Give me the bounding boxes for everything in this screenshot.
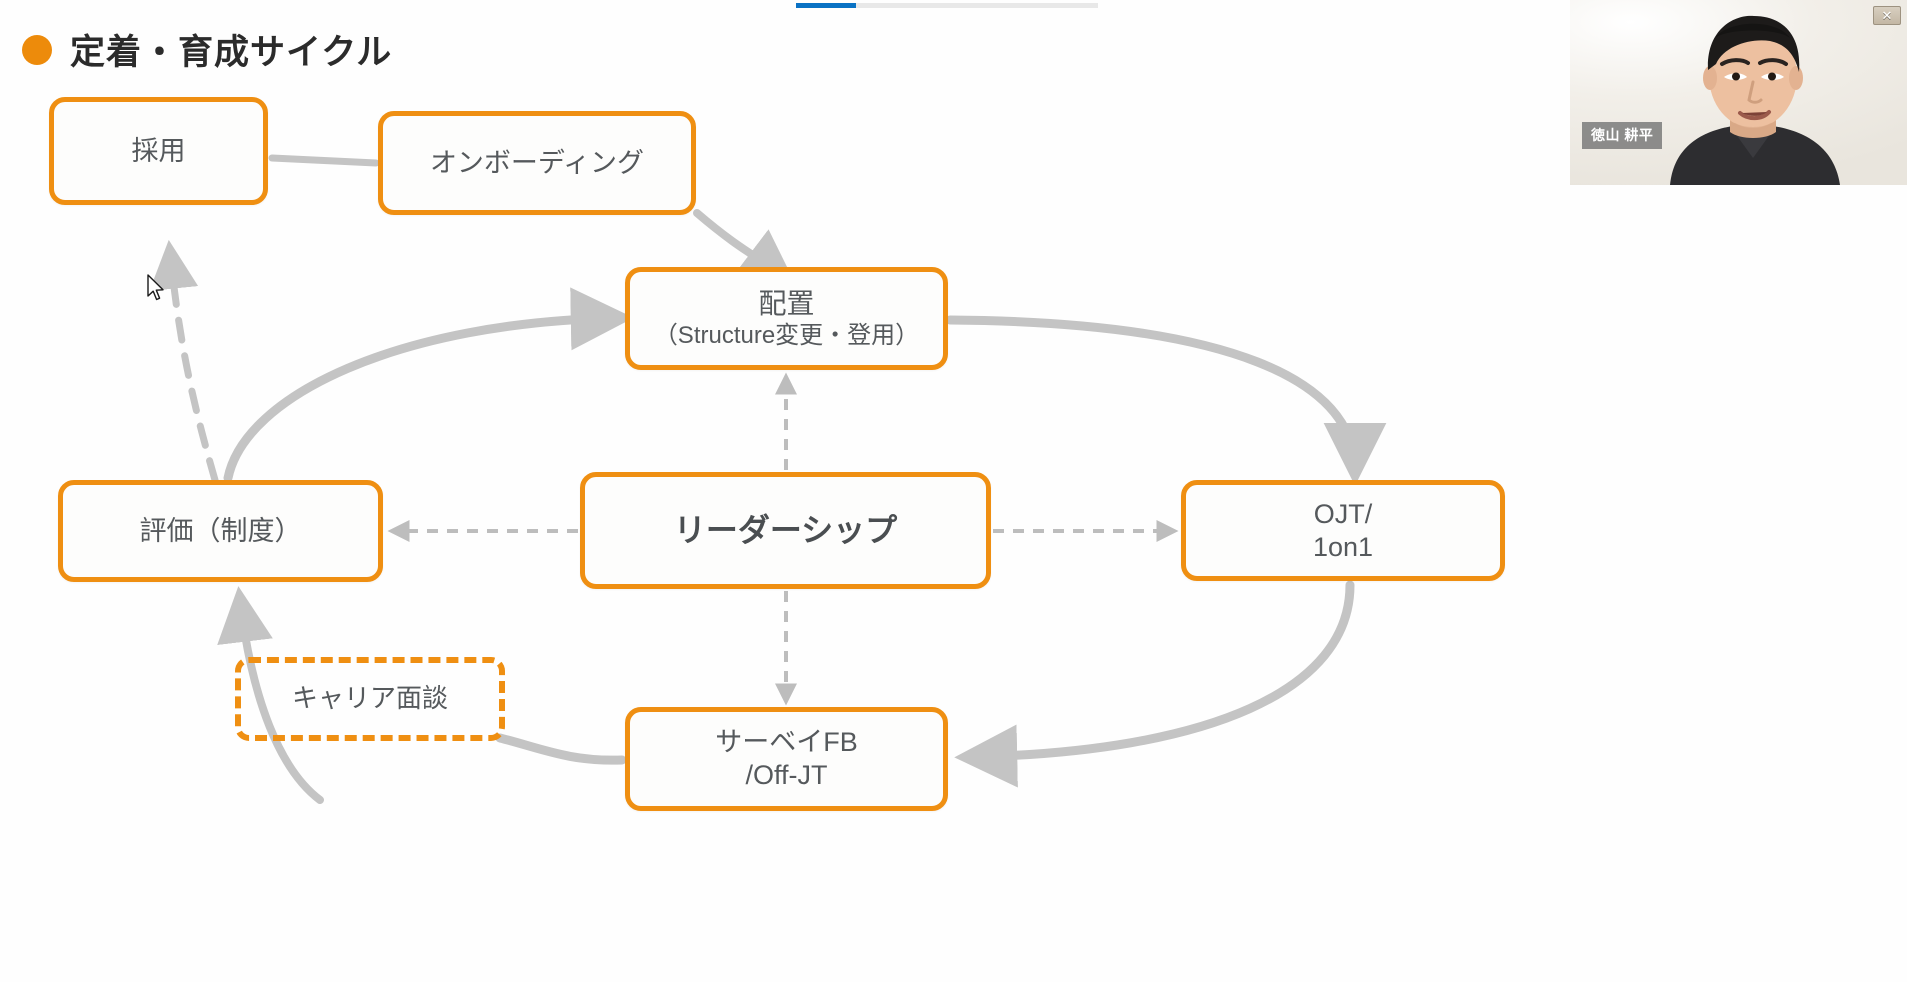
page-title: 定着・育成サイクル [22, 24, 392, 75]
participant-video-image [1670, 15, 1840, 185]
connector-placement-ojt [945, 315, 1387, 486]
node-career-interview-label: キャリア面談 [291, 683, 448, 714]
node-career-interview[interactable]: キャリア面談 [235, 657, 505, 741]
node-placement[interactable]: 配置 （Structure変更・登用） [625, 267, 948, 370]
node-leadership[interactable]: リーダーシップ [580, 472, 991, 589]
presentation-progress-track[interactable] [796, 3, 1098, 8]
mouse-cursor-icon [147, 274, 164, 301]
close-icon[interactable]: ✕ [1873, 6, 1901, 25]
node-survey-label-line2: /Off-JT [745, 760, 828, 790]
node-evaluation[interactable]: 評価（制度） [58, 480, 383, 582]
node-survey-label-line1: サーベイFB [715, 727, 858, 758]
page-title-text: 定着・育成サイクル [70, 33, 393, 72]
node-ojt-label-line2: 1on1 [1312, 531, 1374, 562]
node-recruit[interactable]: 採用 [49, 97, 268, 205]
participant-name-label: 徳山 耕平 [1582, 122, 1663, 149]
node-ojt-label-line1: OJT/ [1313, 498, 1373, 529]
connector-evaluation-recruit-dashed [149, 239, 219, 484]
node-leadership-label: リーダーシップ [673, 511, 898, 548]
node-recruit-label: 採用 [131, 135, 186, 166]
node-onboarding[interactable]: オンボーディング [378, 111, 696, 215]
node-placement-label-line1: 配置 [758, 287, 815, 319]
connector-survey-career [495, 733, 627, 765]
node-placement-label-line2: （Structure変更・登用） [653, 321, 920, 349]
connector-evaluation-placement [223, 287, 634, 483]
connector-ojt-survey [954, 580, 1355, 788]
node-survey[interactable]: サーベイFB /Off-JT [625, 707, 948, 811]
node-onboarding-label: オンボーディング [429, 147, 645, 178]
video-participant-tile[interactable]: 徳山 耕平 ✕ [1570, 0, 1907, 185]
node-evaluation-label: 評価（制度） [139, 515, 302, 546]
presentation-progress-fill [796, 3, 857, 8]
connector-recruit-onboarding [268, 154, 380, 167]
node-ojt[interactable]: OJT/ 1on1 [1181, 480, 1505, 581]
bullet-icon [22, 34, 52, 65]
